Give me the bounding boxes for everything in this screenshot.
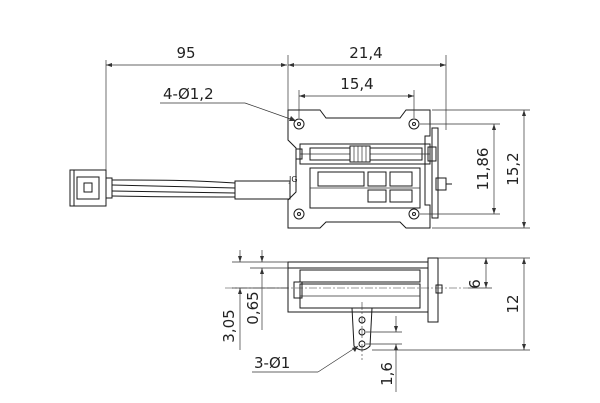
dim-label-95: 95 (176, 44, 195, 62)
dim-label-15-2: 15,2 (504, 152, 522, 185)
top-view: JG 95 21,4 (69, 44, 530, 229)
dim-label-1-6: 1,6 (378, 362, 396, 386)
slider-track (295, 143, 437, 165)
dim-15-4: 15,4 (298, 75, 415, 118)
dim-label-hole: 4-Ø1,2 (163, 85, 214, 103)
cable-wires (111, 179, 291, 200)
dim-label-pin-hole: 3-Ø1 (254, 354, 290, 372)
dim-12: 12 (372, 257, 530, 351)
dim-label-21-4: 21,4 (349, 44, 382, 62)
dim-3-05: 3,05 (220, 250, 288, 350)
side-view: 0,65 3,05 6 12 (220, 250, 530, 392)
dim-0-65: 0,65 (244, 250, 288, 330)
dim-1-6: 1,6 (366, 316, 402, 392)
connector (69, 169, 113, 207)
mounting-plate (287, 109, 431, 229)
mount-hole-icon (293, 118, 305, 130)
dim-21-4: 21,4 (287, 44, 447, 130)
dim-label-0-65: 0,65 (244, 291, 262, 324)
mount-hole-icon (293, 208, 305, 220)
dim-label-6: 6 (466, 279, 484, 289)
side-body (287, 257, 443, 323)
dim-95: 95 (105, 44, 287, 170)
leader-hole: 4-Ø1,2 (160, 85, 297, 122)
inner-blocks: JG (288, 167, 421, 209)
dim-label-11-86: 11,86 (474, 148, 492, 191)
dim-15-2: 15,2 (432, 109, 530, 229)
mount-hole-icon (408, 208, 420, 220)
dim-label-12: 12 (504, 294, 522, 313)
dim-label-3-05: 3,05 (220, 309, 238, 342)
dim-label-15-4: 15,4 (340, 75, 373, 93)
mount-hole-icon (408, 118, 420, 130)
leader-pin-hole: 3-Ø1 (252, 345, 359, 373)
dim-11-86: 11,86 (420, 123, 500, 215)
svg-text:JG: JG (288, 175, 298, 184)
dim-6: 6 (438, 257, 492, 289)
side-lever (431, 127, 452, 219)
